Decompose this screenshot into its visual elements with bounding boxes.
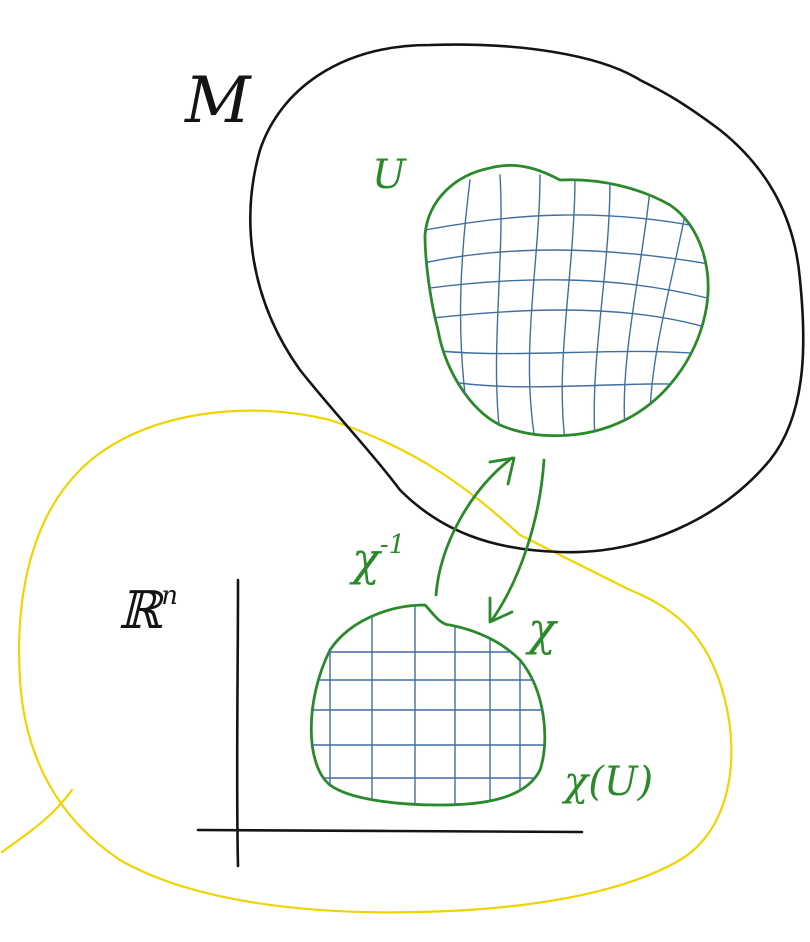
inverse-map-arrowhead <box>488 456 516 486</box>
euclidean-space-outline <box>17 409 733 914</box>
open-set-label: U <box>372 152 407 198</box>
chart-map-label: χ <box>525 602 559 656</box>
chart-map-arrowhead <box>488 596 514 624</box>
image-set-outline <box>309 603 547 807</box>
vertical-axis <box>235 578 240 868</box>
inverse-map-label: χ-1 <box>349 530 405 586</box>
manifold-outline <box>249 43 805 554</box>
euclidean-space-tail <box>0 788 74 854</box>
horizontal-axis <box>196 828 584 834</box>
image-set-label: χ(U) <box>561 759 653 805</box>
inverse-map-arrow <box>434 456 514 597</box>
euclidean-space-label: ℝn <box>118 581 178 641</box>
chart-map-arrow <box>490 458 546 622</box>
open-set-u-outline <box>423 163 710 438</box>
curved-coordinate-grid <box>425 174 709 436</box>
straight-coordinate-grid <box>311 605 545 805</box>
manifold-label: M <box>184 64 252 138</box>
